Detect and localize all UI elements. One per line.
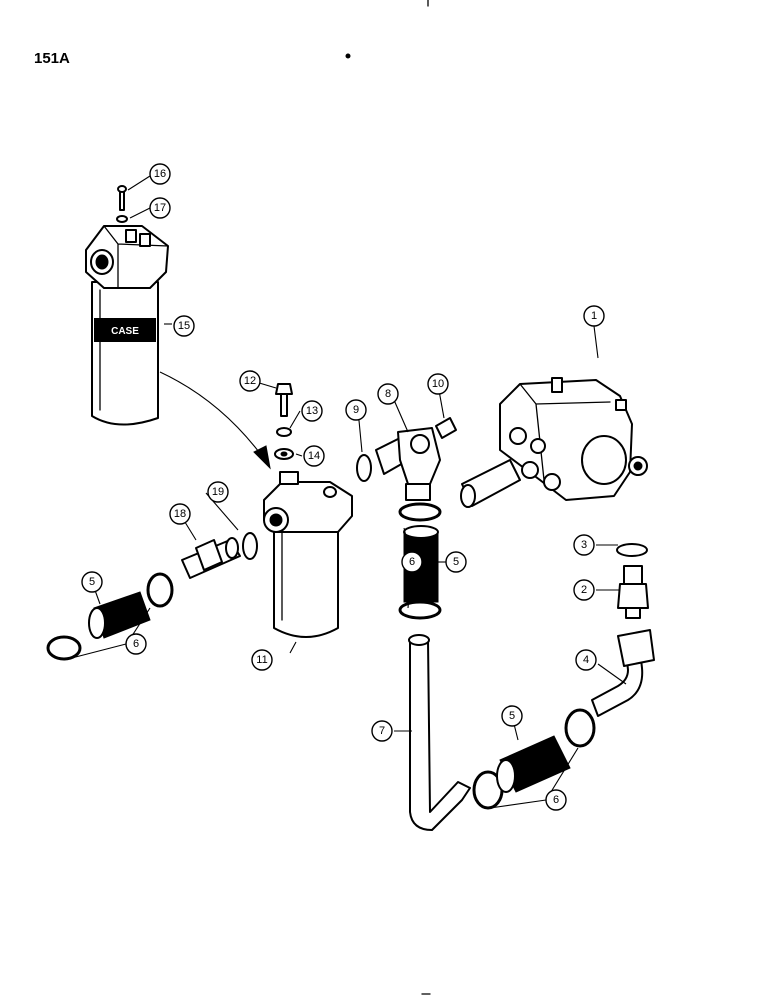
callout-15: 15 <box>173 315 195 337</box>
callout-6-lower: 6 <box>545 789 567 811</box>
svg-text:17: 17 <box>154 202 166 214</box>
filter-band: CASE <box>94 318 156 342</box>
lower-hose-5 <box>496 735 571 793</box>
svg-text:5: 5 <box>509 710 515 722</box>
svg-text:10: 10 <box>432 378 444 390</box>
svg-text:18: 18 <box>174 508 186 520</box>
svg-text:9: 9 <box>353 404 359 416</box>
left-clamp-lower-6 <box>46 635 82 661</box>
svg-text:19: 19 <box>212 486 224 498</box>
svg-text:13: 13 <box>306 405 318 417</box>
callout-4: 4 <box>575 649 597 671</box>
svg-text:4: 4 <box>583 654 589 666</box>
left-hose-5 <box>88 591 151 639</box>
callout-5-left: 5 <box>81 571 103 593</box>
svg-text:1: 1 <box>591 310 597 322</box>
svg-text:12: 12 <box>244 375 256 387</box>
head-washer-17 <box>116 215 128 223</box>
callout-12: 12 <box>239 370 261 392</box>
control-valve-1 <box>460 377 648 508</box>
filter-canister <box>91 281 159 426</box>
head-bolt-16 <box>117 185 127 211</box>
speck-mark <box>345 53 351 59</box>
callout-5-lower: 5 <box>501 705 523 727</box>
connector-2 <box>617 565 649 619</box>
filter-housing-11 <box>263 471 353 638</box>
adapter-fitting-18 <box>181 537 241 579</box>
callout-10: 10 <box>427 373 449 395</box>
svg-text:2: 2 <box>581 584 587 596</box>
svg-text:3: 3 <box>581 539 587 551</box>
svg-text:14: 14 <box>308 450 320 462</box>
o-ring-9 <box>356 454 372 482</box>
assembly-arrow <box>159 371 263 457</box>
callout-8: 8 <box>377 383 399 405</box>
svg-text:5: 5 <box>89 576 95 588</box>
svg-text:15: 15 <box>178 320 190 332</box>
callout-6-left: 6 <box>125 633 147 655</box>
o-ring-19 <box>242 532 258 560</box>
callout-5-center: 5 <box>445 551 467 573</box>
callout-6-center: 6 <box>401 551 423 573</box>
callout-18: 18 <box>169 503 191 525</box>
tube-7 <box>409 639 471 831</box>
spin-on-filter-assembly: CASE <box>85 225 169 426</box>
page-id-label: 151A <box>34 50 70 67</box>
plug-10 <box>435 417 457 439</box>
center-clamp-upper-6 <box>398 502 442 522</box>
left-clamp-upper-6 <box>146 572 174 608</box>
svg-text:6: 6 <box>553 794 559 806</box>
callout-3: 3 <box>573 534 595 556</box>
callout-17: 17 <box>149 197 171 219</box>
callout-2: 2 <box>573 579 595 601</box>
callout-1: 1 <box>583 305 605 327</box>
callout-14: 14 <box>303 445 325 467</box>
callout-16: 16 <box>149 163 171 185</box>
callout-19: 19 <box>207 481 229 503</box>
svg-text:5: 5 <box>453 556 459 568</box>
callout-11: 11 <box>251 649 273 671</box>
svg-text:16: 16 <box>154 168 166 180</box>
callout-13: 13 <box>301 400 323 422</box>
svg-text:7: 7 <box>379 725 385 737</box>
lower-clamp-right-6 <box>564 708 596 748</box>
filter-band-logo: CASE <box>111 326 139 337</box>
svg-text:11: 11 <box>256 654 267 666</box>
housing-bolt-12 <box>275 383 293 417</box>
elbow-fitting-8 <box>375 427 441 501</box>
svg-text:8: 8 <box>385 388 391 400</box>
callout-9: 9 <box>345 399 367 421</box>
lock-washer-13 <box>276 427 292 437</box>
svg-text:6: 6 <box>409 556 415 568</box>
callout-7: 7 <box>371 720 393 742</box>
svg-text:6: 6 <box>133 638 139 650</box>
center-clamp-lower-6 <box>398 600 442 620</box>
o-ring-3 <box>616 543 648 557</box>
assembly-arrowhead <box>253 445 271 470</box>
